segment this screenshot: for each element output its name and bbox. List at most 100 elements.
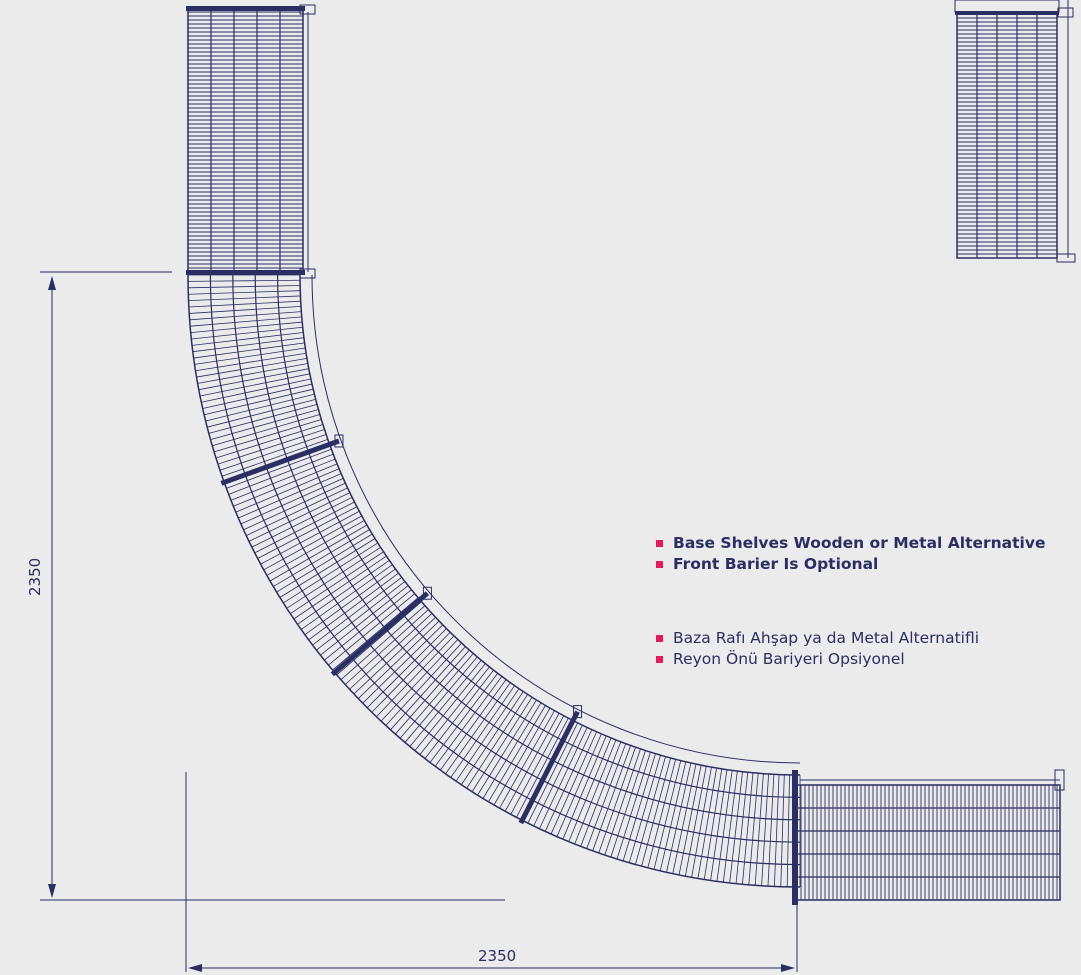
radial-wire <box>207 398 316 428</box>
radial-wire <box>194 347 306 365</box>
arrow-head <box>48 884 56 898</box>
radial-wire <box>404 656 478 743</box>
radial-wire <box>193 342 305 359</box>
radial-wire <box>659 761 687 871</box>
radial-wire <box>390 646 466 731</box>
radial-wire <box>684 766 707 877</box>
bullet-square-icon <box>656 540 663 547</box>
shelf-top-beam <box>186 6 305 11</box>
radial-wire <box>190 316 302 327</box>
radial-wire <box>424 669 494 759</box>
shelf-left-beam <box>792 770 798 905</box>
radial-wire <box>527 722 579 824</box>
bracket <box>334 434 344 448</box>
radial-wire <box>212 414 320 447</box>
radial-wire <box>773 774 780 887</box>
radial-wire <box>539 727 588 829</box>
feature-text: Base Shelves Wooden or Metal Alternative <box>673 534 1046 552</box>
radial-wire <box>199 373 310 397</box>
radial-wire <box>293 555 387 620</box>
radial-wire <box>616 752 651 860</box>
radial-wire <box>455 688 520 782</box>
radial-wire <box>466 694 529 789</box>
radial-wire <box>349 613 433 690</box>
radial-wire <box>332 597 419 671</box>
radial-wire <box>217 429 325 465</box>
radial-wire <box>371 631 451 713</box>
radial-wire <box>191 326 303 340</box>
feature-list-english: Base Shelves Wooden or Metal Alternative… <box>656 533 1045 575</box>
feature-text: Baza Rafı Ahşap ya da Metal Alternatifli <box>673 629 980 647</box>
bullet-square-icon <box>656 656 663 663</box>
radial-wire <box>691 767 712 878</box>
radial-wire <box>358 620 440 699</box>
bracket <box>573 705 583 719</box>
radial-wire <box>279 538 376 598</box>
radial-wire <box>304 568 396 636</box>
radial-wire <box>276 533 373 593</box>
feature-text: Reyon Önü Bariyeri Opsiyonel <box>673 650 905 668</box>
radial-wire <box>240 478 344 525</box>
radial-wire <box>550 731 597 835</box>
feature-item: Base Shelves Wooden or Metal Alternative <box>656 533 1045 554</box>
radial-wire <box>202 383 313 409</box>
radial-wire <box>786 774 790 887</box>
arrow-head <box>48 276 56 290</box>
radial-wire <box>394 649 470 735</box>
radial-wire <box>493 707 551 806</box>
radial-wire <box>710 769 728 881</box>
radial-wire <box>610 750 646 858</box>
radial-wire <box>188 300 301 308</box>
radial-wire <box>228 453 334 495</box>
radial-wire <box>499 710 555 809</box>
radial-wire <box>722 771 738 883</box>
radial-wire <box>742 772 754 885</box>
radial-wire <box>344 609 429 685</box>
straight-shelf-top <box>186 4 316 279</box>
radial-wire <box>328 593 415 666</box>
radial-wire <box>419 666 490 755</box>
radial-wire <box>666 762 692 873</box>
radial-wire <box>580 741 622 847</box>
radial-wire <box>414 663 486 751</box>
radial-wire <box>716 770 733 882</box>
radial-wire <box>729 771 743 883</box>
radial-wire <box>201 378 312 403</box>
radial-wire <box>697 767 718 879</box>
radial-wire <box>336 601 422 676</box>
radial-wire <box>678 765 702 876</box>
radial-wire <box>748 773 759 885</box>
radial-wire <box>188 285 301 289</box>
radial-wire <box>556 733 602 837</box>
radial-wire <box>266 520 365 576</box>
bracket <box>1057 7 1074 18</box>
radial-wire <box>188 279 301 282</box>
barrier-arc <box>311 274 801 764</box>
radial-wire <box>592 745 632 851</box>
radial-wire <box>219 434 327 471</box>
radial-wire <box>192 337 304 353</box>
radial-wire <box>628 755 661 863</box>
feature-item: Reyon Önü Bariyeri Opsiyonel <box>656 649 979 670</box>
radial-wire <box>353 616 436 695</box>
radial-wire <box>445 682 511 775</box>
shelf-top-beam <box>955 11 1059 15</box>
feature-item: Baza Rafı Ahşap ya da Metal Alternatifli <box>656 628 979 649</box>
radial-wire <box>215 424 323 459</box>
radial-wire <box>754 773 764 886</box>
radial-wire <box>195 352 307 372</box>
radial-wire <box>409 660 482 747</box>
radial-wire <box>471 696 533 792</box>
radial-wire <box>429 673 499 763</box>
radial-wire <box>251 496 353 548</box>
radial-wire <box>574 739 617 845</box>
radial-wire <box>198 368 309 391</box>
radial-wire <box>586 743 627 849</box>
radial-wire <box>340 605 426 681</box>
radial-wire <box>544 729 593 832</box>
radial-wire <box>238 473 342 519</box>
radial-wire <box>366 628 447 709</box>
radial-wire <box>205 393 315 422</box>
